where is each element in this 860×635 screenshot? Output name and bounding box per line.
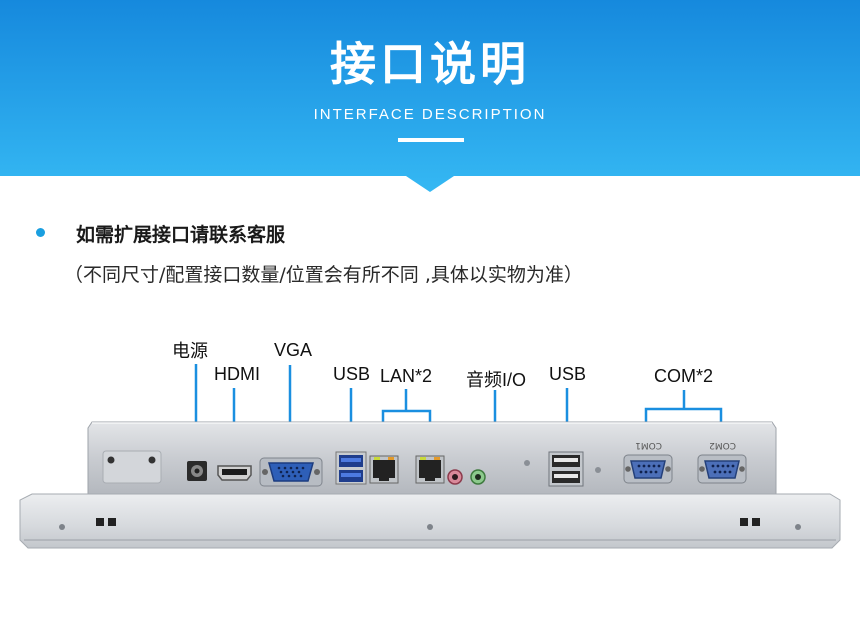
port-label-com: COM*2 bbox=[654, 366, 714, 386]
title-underline bbox=[398, 138, 464, 142]
port-label-vga: VGA bbox=[274, 340, 313, 360]
usb-port-icon bbox=[548, 451, 584, 487]
device-diagram: COM1 COM2 bbox=[0, 330, 860, 631]
notice-text: 如需扩展接口请联系客服 bbox=[76, 224, 286, 246]
ethernet-port-icon bbox=[369, 455, 445, 484]
serial-port-icon: COM1 COM2 bbox=[623, 440, 747, 484]
usb-port-icon bbox=[335, 451, 367, 485]
port-label-power: 电源 bbox=[172, 341, 208, 361]
hdmi-port-icon bbox=[217, 465, 252, 481]
header-banner bbox=[0, 0, 860, 192]
bullet-dot-icon bbox=[36, 228, 45, 237]
port-label-usb-left: USB bbox=[333, 364, 371, 384]
port-label-hdmi: HDMI bbox=[214, 364, 260, 384]
port-label-usb-right: USB bbox=[549, 364, 587, 384]
com1-silkscreen: COM1 bbox=[635, 440, 662, 450]
power-jack-icon bbox=[187, 461, 207, 481]
port-label-audio: 音频I/O bbox=[466, 370, 527, 390]
audio-jack-icon bbox=[447, 469, 486, 485]
page-subtitle: INTERFACE DESCRIPTION bbox=[313, 106, 547, 123]
vga-port-icon bbox=[259, 457, 323, 487]
com2-silkscreen: COM2 bbox=[709, 440, 736, 450]
front-bezel bbox=[19, 493, 841, 549]
notice-note: （不同尺寸/配置接口数量/位置会有所不同 ,具体以实物为准） bbox=[64, 264, 583, 286]
page-title: 接口说明 bbox=[330, 37, 530, 91]
port-label-lan: LAN*2 bbox=[380, 366, 433, 386]
